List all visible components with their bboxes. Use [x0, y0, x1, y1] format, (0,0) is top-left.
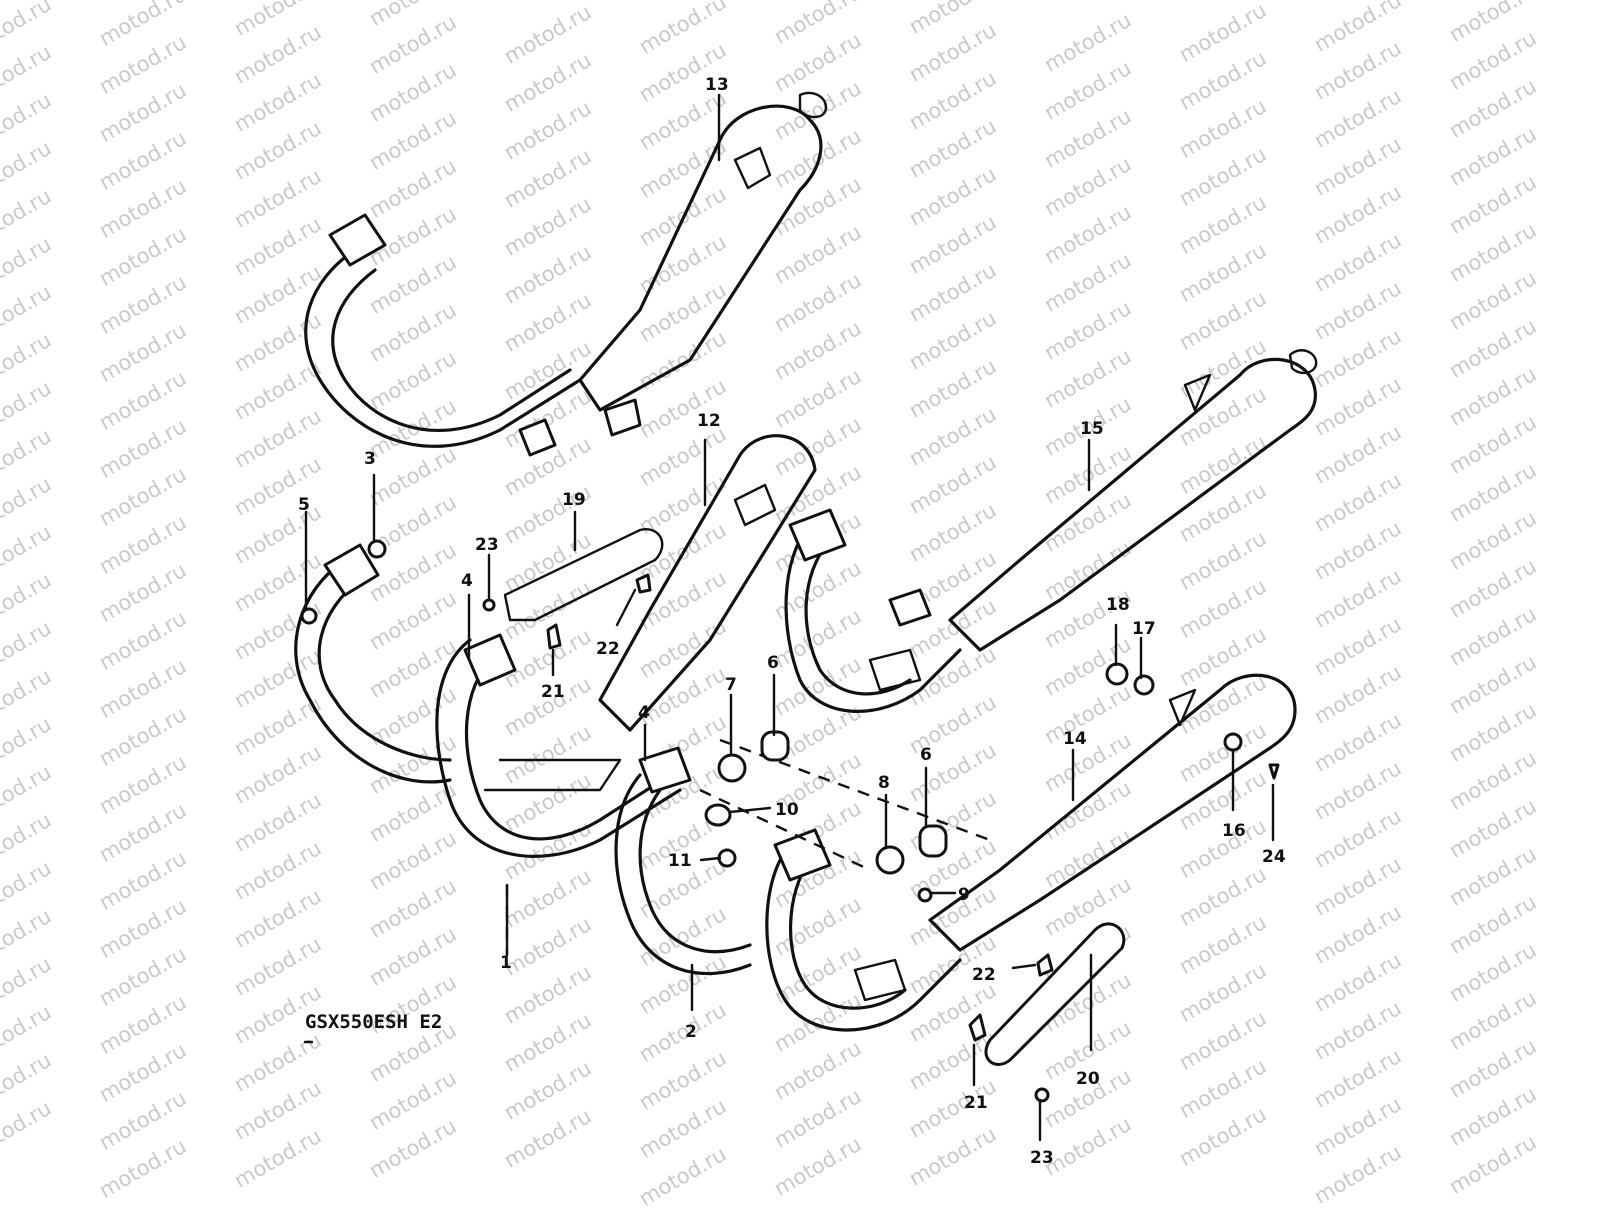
part-number-9: 9 — [958, 885, 970, 905]
part-number-13: 13 — [705, 75, 729, 95]
part-number-6a: 6 — [767, 653, 779, 673]
part-number-11: 11 — [668, 851, 692, 871]
part-number-19: 19 — [562, 490, 586, 510]
part-labels: 1 2 3 4 4 5 6 6 7 8 9 10 11 12 13 14 15 … — [298, 75, 1286, 1168]
small-parts[interactable] — [300, 539, 1280, 1103]
part-number-12: 12 — [697, 411, 721, 431]
part-number-22a: 22 — [596, 639, 620, 659]
part-number-24: 24 — [1262, 847, 1286, 867]
part-number-4a: 4 — [461, 571, 473, 591]
part-number-2: 2 — [685, 1022, 697, 1042]
muffler-14[interactable] — [765, 673, 1297, 1032]
part-number-5: 5 — [298, 495, 310, 515]
bolt-16 — [1223, 732, 1243, 752]
clip-22-lower — [1036, 953, 1054, 977]
model-label: GSX550ESH E2 — [305, 1011, 442, 1033]
clamp-5 — [300, 607, 318, 625]
sleeve-6-left — [760, 730, 790, 762]
washer-11 — [717, 848, 737, 868]
part-number-7: 7 — [725, 675, 737, 695]
part-number-18: 18 — [1106, 595, 1130, 615]
washer-17 — [1133, 674, 1155, 696]
muffler-12[interactable] — [294, 434, 817, 858]
part-number-15: 15 — [1080, 419, 1104, 439]
heat-shield-19[interactable] — [503, 528, 664, 622]
clip-21-lower — [968, 1013, 987, 1042]
clip-22-upper — [635, 573, 652, 594]
clamp-8 — [875, 845, 905, 875]
muffler-13[interactable] — [304, 91, 828, 457]
gasket-3 — [367, 539, 387, 559]
part-number-22b: 22 — [972, 965, 996, 985]
part-number-23a: 23 — [475, 535, 499, 555]
clip-24 — [1268, 763, 1280, 780]
part-number-21a: 21 — [541, 682, 565, 702]
part-number-21b: 21 — [964, 1093, 988, 1113]
bolt-9 — [917, 887, 933, 903]
leader-lines — [304, 93, 1275, 1142]
clip-21-upper — [546, 623, 562, 650]
screw-23-lower — [1034, 1087, 1050, 1103]
part-number-17: 17 — [1132, 619, 1156, 639]
part-number-10: 10 — [775, 800, 799, 820]
part-number-23b: 23 — [1030, 1148, 1054, 1168]
heat-shield-20[interactable] — [984, 922, 1126, 1066]
part-number-4b: 4 — [638, 703, 650, 723]
assembly-line-3 — [719, 738, 991, 842]
part-number-1: 1 — [500, 953, 512, 973]
clamp-7 — [717, 753, 747, 783]
part-number-8: 8 — [878, 773, 890, 793]
sleeve-6-right — [918, 824, 948, 858]
part-number-14: 14 — [1063, 729, 1087, 749]
nut-10 — [704, 803, 732, 827]
bush-18 — [1105, 662, 1129, 686]
screw-23-upper — [482, 598, 496, 612]
part-number-3: 3 — [364, 449, 376, 469]
part-number-20: 20 — [1076, 1069, 1100, 1089]
assembly-line-2 — [699, 788, 871, 872]
part-number-16: 16 — [1222, 821, 1246, 841]
header-pipe-2[interactable] — [614, 746, 752, 976]
muffler-15[interactable] — [784, 349, 1318, 713]
part-number-6b: 6 — [920, 745, 932, 765]
